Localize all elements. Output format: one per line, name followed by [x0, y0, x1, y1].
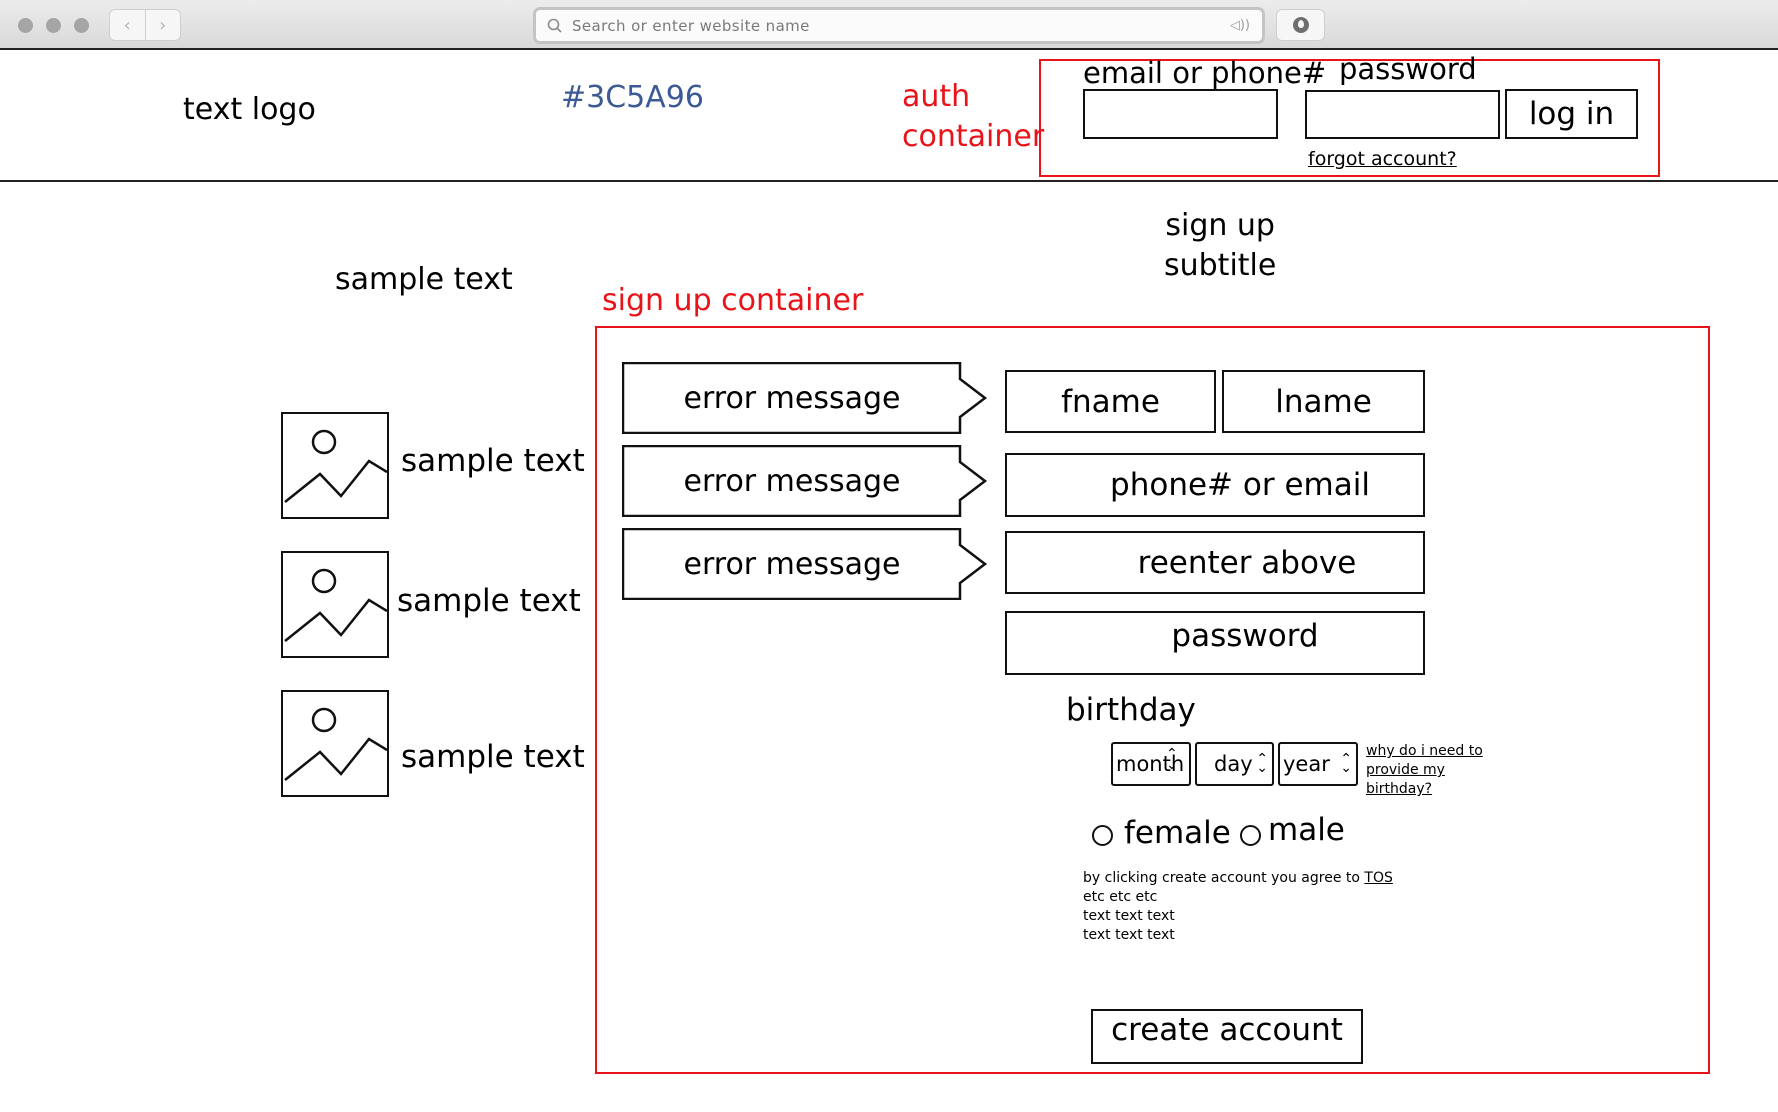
image-placeholder-icon [281, 412, 389, 519]
auth-annotation-line2: container [902, 119, 1045, 154]
login-email-input[interactable] [1083, 89, 1278, 139]
window-close-dot[interactable] [18, 18, 33, 33]
reenter-placeholder: reenter above [1137, 544, 1357, 581]
fname-placeholder: fname [1061, 383, 1160, 420]
select-arrows-icon: ⌃⌄ [1166, 746, 1178, 773]
window-minimize-dot[interactable] [46, 18, 61, 33]
auth-container-annotation: auth container [902, 77, 1044, 157]
feature-text-2: sample text [397, 583, 581, 619]
login-password-input[interactable] [1305, 90, 1500, 139]
terms-prefix: by clicking create account you agree to [1083, 870, 1365, 886]
nav-buttons: ‹ › [109, 9, 181, 41]
birthday-help-link[interactable]: why do i need to provide my birthday? [1366, 742, 1483, 799]
contact-placeholder: phone# or email [1110, 467, 1370, 503]
error-callout: error message [622, 445, 988, 517]
birthday-help-line2: provide my [1366, 762, 1445, 778]
terms-text: by clicking create account you agree to … [1083, 869, 1393, 945]
terms-line2: etc etc etc [1083, 889, 1158, 905]
signup-container [595, 326, 1710, 1074]
search-icon [547, 18, 562, 33]
error-message-2: error message [683, 463, 901, 499]
birthday-help-line3: birthday? [1366, 781, 1433, 797]
error-message-1: error message [683, 380, 901, 416]
select-arrows-icon: ⌃⌄ [1256, 751, 1268, 776]
day-select[interactable]: day ⌃⌄ [1195, 742, 1274, 786]
day-select-value: day [1214, 752, 1253, 776]
speaker-icon[interactable]: ◁)) [1229, 18, 1250, 33]
signup-subtitle: sign up subtitle [1164, 206, 1276, 286]
birthday-label: birthday [1066, 692, 1196, 728]
terms-line4: text text text [1083, 927, 1175, 943]
header-divider [0, 180, 1778, 182]
create-account-label: create account [1111, 1012, 1343, 1048]
address-bar[interactable]: Search or enter website name ◁)) [533, 7, 1265, 44]
signup-container-annotation: sign up container [602, 283, 864, 318]
error-callout: error message [622, 362, 988, 434]
error-message-3: error message [683, 546, 901, 582]
image-placeholder-icon [281, 551, 389, 658]
window-zoom-dot[interactable] [74, 18, 89, 33]
login-button-label: log in [1528, 96, 1615, 132]
forgot-account-link[interactable]: forgot account? [1308, 148, 1457, 170]
password-label: password [1339, 52, 1477, 86]
female-radio[interactable] [1092, 825, 1113, 846]
reenter-input[interactable]: reenter above [1005, 531, 1425, 594]
signup-subtitle-line1: sign up [1165, 208, 1275, 243]
tos-link[interactable]: TOS [1364, 870, 1393, 886]
month-select[interactable]: month [1111, 742, 1191, 786]
brand-color-note: #3C5A96 [561, 80, 704, 115]
male-label[interactable]: male [1268, 812, 1345, 848]
left-title: sample text [335, 262, 513, 297]
feature-text-1: sample text [401, 443, 585, 479]
forward-chevron-icon[interactable]: › [159, 14, 167, 36]
browser-toolbar: ‹ › Search or enter website name ◁)) [0, 0, 1778, 50]
lname-input[interactable]: lname [1222, 370, 1425, 433]
feature-text-3: sample text [401, 739, 585, 775]
fname-input[interactable]: fname [1005, 370, 1216, 433]
auth-container [1039, 59, 1660, 177]
signup-subtitle-line2: subtitle [1164, 248, 1277, 283]
image-placeholder-icon [281, 690, 389, 797]
address-placeholder[interactable]: Search or enter website name [572, 16, 810, 35]
male-radio[interactable] [1240, 825, 1261, 846]
login-button[interactable]: log in [1505, 89, 1638, 139]
download-button[interactable] [1276, 9, 1325, 41]
month-select-value: month [1116, 752, 1185, 776]
signup-password-input[interactable]: password [1005, 611, 1425, 675]
create-account-button[interactable]: create account [1091, 1009, 1363, 1064]
email-label: email or phone# [1083, 56, 1327, 90]
auth-annotation-line1: auth [902, 79, 971, 114]
back-chevron-icon[interactable]: ‹ [110, 10, 146, 40]
select-arrows-icon: ⌃⌄ [1340, 751, 1352, 776]
contact-input[interactable]: phone# or email [1005, 453, 1425, 517]
year-select-value: year [1283, 752, 1330, 776]
text-logo[interactable]: text logo [183, 92, 316, 127]
password-placeholder: password [1171, 618, 1319, 654]
download-icon [1292, 17, 1309, 33]
female-label[interactable]: female [1124, 815, 1231, 851]
terms-line3: text text text [1083, 908, 1175, 924]
lname-placeholder: lname [1275, 383, 1372, 420]
year-select[interactable]: year ⌃⌄ [1278, 742, 1358, 786]
birthday-help-line1: why do i need to [1366, 743, 1483, 759]
error-callout: error message [622, 528, 988, 600]
